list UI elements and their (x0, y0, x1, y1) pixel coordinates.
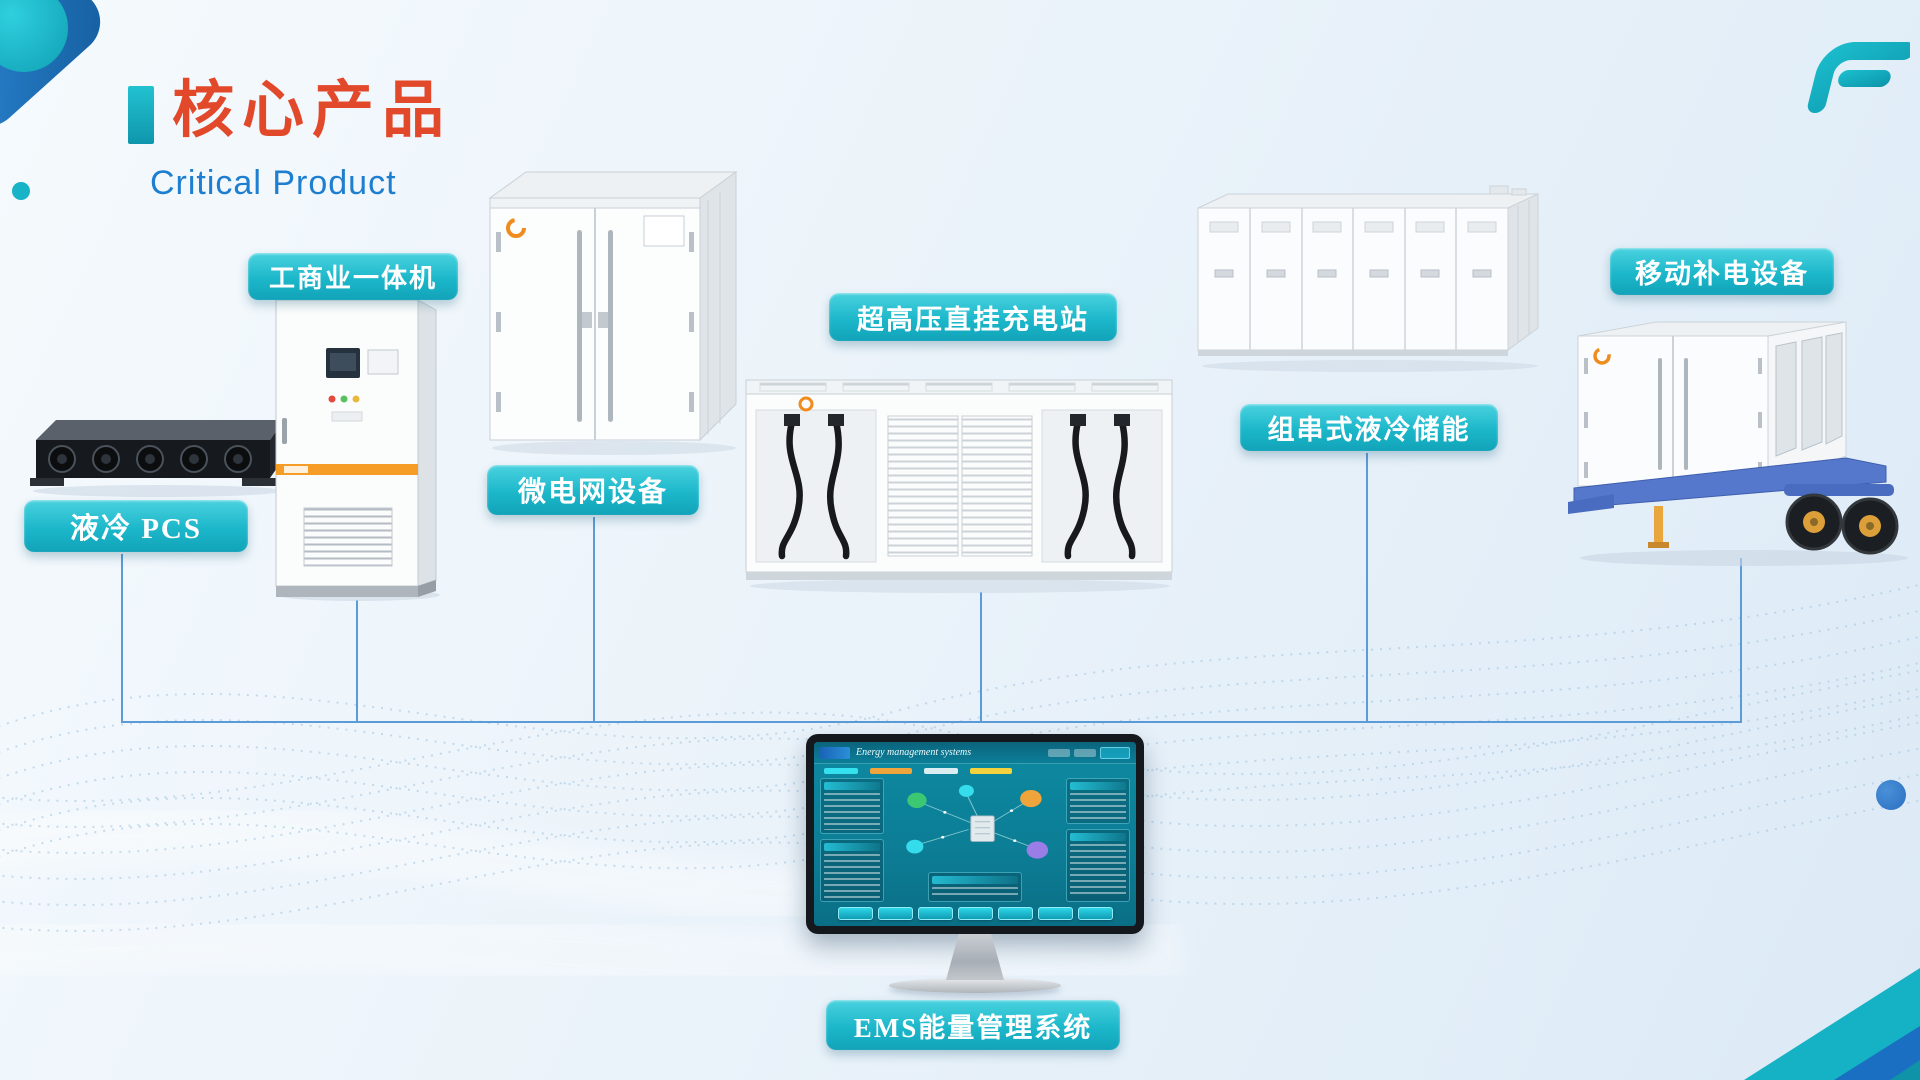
title-accent-bar (128, 86, 154, 144)
badge-microgrid-label: 微电网设备 (517, 477, 668, 508)
brand-logo-icon (506, 218, 526, 238)
badge-ems-label: EMS能量管理系统 (853, 1012, 1093, 1043)
microgrid-container-image (488, 171, 738, 455)
page-subtitle: Critical Product (150, 164, 397, 202)
door-hinges (496, 232, 694, 412)
ems-mode-chip (970, 768, 1012, 774)
charging-station-image (745, 379, 1173, 593)
decor-topleft-dot (12, 182, 30, 200)
connector-allinone (356, 600, 358, 723)
ems-button (917, 907, 953, 920)
ems-button-row (814, 904, 1136, 926)
ems-titlebar-widgets (1048, 746, 1130, 759)
product-allinone (270, 296, 445, 602)
decor-corner-teal-small (1890, 1060, 1920, 1080)
connector-bus-horizontal (121, 721, 1742, 723)
product-pcs (28, 398, 293, 498)
brand-logo-icon (798, 396, 814, 412)
decor-corner-blue (1834, 1026, 1920, 1080)
pcs-fan-icons (48, 445, 252, 473)
landing-leg (1654, 506, 1663, 544)
ems-mode-bar (814, 764, 1136, 776)
ems-logo-icon (820, 746, 850, 759)
ems-button (1037, 907, 1073, 920)
ems-clock-widget (1100, 746, 1130, 759)
monitor-bezel: Energy management systems (806, 734, 1144, 934)
door-handle-rod (577, 230, 582, 422)
page-title: 核心产品 (172, 76, 453, 145)
badge-allinone: 工商业一体机 (248, 253, 458, 300)
badge-string-storage-label: 组串式液冷储能 (1267, 415, 1471, 445)
badge-mobile-label: 移动补电设备 (1635, 259, 1809, 289)
connector-mobile (1740, 558, 1742, 723)
decor-corner-teal (1744, 968, 1920, 1080)
string-storage-image (1197, 185, 1539, 372)
product-mobile (1568, 306, 1920, 572)
product-string-storage (1190, 180, 1548, 376)
badge-pcs-label: 液冷 PCS (69, 513, 203, 545)
connector-microgrid (593, 517, 595, 723)
product-charging (740, 360, 1180, 594)
ems-monitor: Energy management systems (806, 734, 1144, 993)
ems-button (877, 907, 913, 920)
badge-pcs: 液冷 PCS (24, 500, 248, 552)
ems-flow-diagram (889, 778, 1061, 902)
ems-screen-title: Energy management systems (856, 747, 972, 758)
connector-charging (980, 592, 982, 723)
connector-string-storage (1366, 453, 1368, 723)
ems-button (997, 907, 1033, 920)
badge-ems: EMS能量管理系统 (826, 1000, 1120, 1050)
trailer-wheels (1785, 493, 1899, 555)
ems-mode-chip (824, 768, 858, 774)
badge-mobile: 移动补电设备 (1610, 248, 1834, 295)
product-microgrid (482, 152, 744, 458)
door-handles (1214, 269, 1492, 278)
mobile-trailer-image (1568, 321, 1908, 566)
ems-mode-chip (870, 768, 912, 774)
ems-button (957, 907, 993, 920)
ems-button (1077, 907, 1113, 920)
badge-charging: 超高压直挂充电站 (829, 293, 1117, 341)
ems-panel-right-top (1066, 778, 1130, 824)
door-handle-rod (608, 230, 613, 422)
monitor-stand-neck (946, 934, 1004, 980)
ems-mode-chip (924, 768, 958, 774)
pcs-device-image (30, 420, 284, 497)
badge-microgrid: 微电网设备 (487, 465, 699, 515)
ems-dashboard-body (814, 776, 1136, 904)
badge-charging-label: 超高压直挂充电站 (857, 304, 1089, 335)
ems-screen-titlebar: Energy management systems (814, 742, 1136, 764)
monitor-stand-base (889, 978, 1061, 993)
decor-right-dot (1876, 780, 1906, 810)
charging-cables (778, 418, 1136, 560)
brand-logo-icon (1593, 347, 1611, 365)
cabinet-orange-band (276, 464, 418, 475)
badge-string-storage: 组串式液冷储能 (1240, 404, 1498, 451)
ems-button (837, 907, 873, 920)
connector-pcs (121, 554, 123, 723)
ems-panel-right-bottom (1066, 829, 1130, 902)
ems-screen: Energy management systems (814, 742, 1136, 926)
ems-panel-left-bottom (820, 839, 884, 902)
company-logo-icon (1807, 42, 1910, 113)
ems-panel-left-top (820, 778, 884, 834)
page-title-block: 核心产品 (128, 78, 452, 144)
allinone-cabinet-image (275, 299, 440, 601)
ems-panel-center-bottom (928, 872, 1022, 902)
badge-allinone-label: 工商业一体机 (268, 264, 437, 293)
